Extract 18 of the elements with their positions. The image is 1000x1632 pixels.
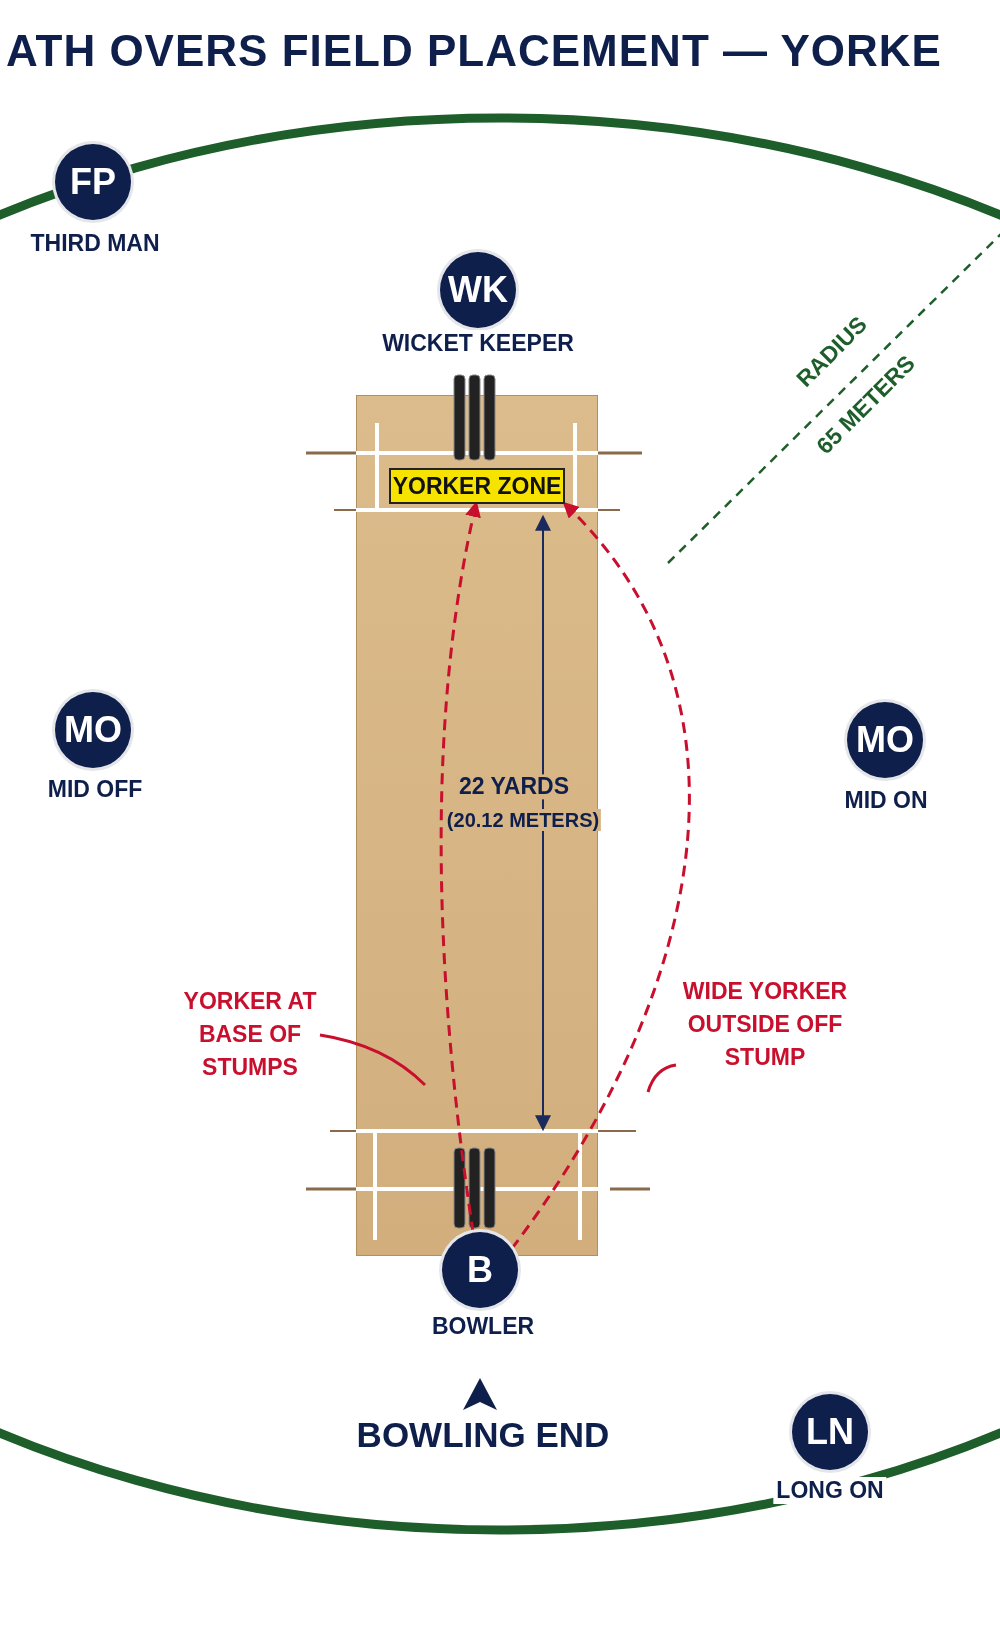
cricket-pitch: [356, 395, 598, 1256]
dimension-label: (20.12 METERS): [444, 809, 602, 831]
leader-line: [319, 1033, 427, 1087]
fielder-marker: LN: [792, 1394, 868, 1470]
fielder-marker: B: [442, 1232, 518, 1308]
callout-text: YORKER AT BASE OF STUMPS: [180, 985, 320, 1085]
diagram-title: ATH OVERS FIELD PLACEMENT — YORKE: [6, 26, 942, 76]
fielder-marker: WK: [440, 252, 516, 328]
end-label: BOWLING END: [356, 1415, 610, 1455]
zone-label: YORKER ZONE: [389, 468, 565, 504]
delivery-arrow: [510, 501, 691, 1250]
leader-line: [646, 1063, 677, 1093]
position-label: LONG ON: [773, 1477, 887, 1504]
fielder-marker: MO: [847, 702, 923, 778]
fielder-marker: FP: [55, 144, 131, 220]
fielder-marker: MO: [55, 692, 131, 768]
dimension-label: 22 YARDS: [457, 774, 571, 800]
callout-text: WIDE YORKER OUTSIDE OFF STUMP: [676, 975, 854, 1090]
